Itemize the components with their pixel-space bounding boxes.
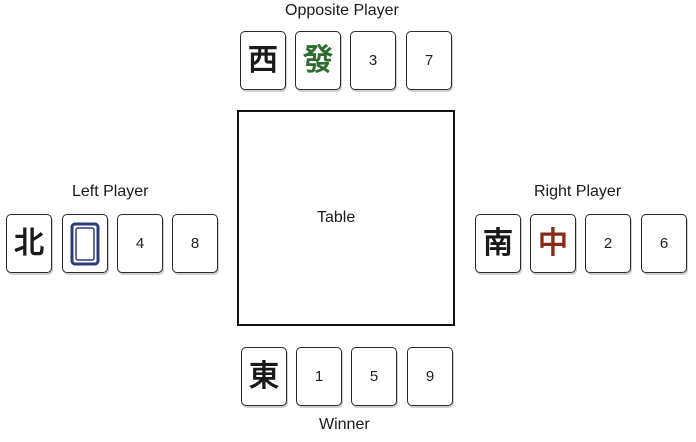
opposite-tile-3[interactable]: 3 (350, 31, 396, 90)
east-wind-glyph: 東 (249, 358, 279, 394)
right-player-label: Right Player (534, 183, 622, 200)
right-tile-2[interactable]: 2 (585, 214, 631, 273)
north-wind-glyph: 北 (14, 225, 44, 261)
left-player-label: Left Player (72, 183, 149, 200)
tile-number: 5 (369, 368, 379, 385)
tile-number: 7 (424, 52, 434, 69)
tile-number: 6 (659, 235, 669, 252)
green-dragon-glyph: 發 (303, 42, 333, 78)
opposite-tile-green-dragon[interactable]: 發 (295, 31, 341, 90)
white-dragon-icon (70, 222, 100, 265)
red-dragon-glyph: 中 (538, 225, 568, 261)
winner-tile-9[interactable]: 9 (407, 347, 453, 406)
opposite-tile-7[interactable]: 7 (406, 31, 452, 90)
winner-tile-east[interactable]: 東 (241, 347, 287, 406)
right-tile-red-dragon[interactable]: 中 (530, 214, 576, 273)
tile-number: 1 (314, 368, 324, 385)
right-tile-south[interactable]: 南 (475, 214, 521, 273)
winner-label: Winner (319, 416, 370, 433)
right-tile-6[interactable]: 6 (641, 214, 687, 273)
tile-number: 2 (603, 235, 613, 252)
left-tile-north[interactable]: 北 (6, 214, 52, 273)
left-tile-white-dragon[interactable] (62, 214, 108, 273)
opposite-player-label: Opposite Player (285, 2, 399, 19)
tile-number: 3 (368, 52, 378, 69)
table-label: Table (317, 209, 356, 226)
winner-tile-5[interactable]: 5 (351, 347, 397, 406)
opposite-tile-west[interactable]: 西 (240, 31, 286, 90)
south-wind-glyph: 南 (483, 225, 513, 261)
tile-number: 4 (135, 235, 145, 252)
winner-tile-1[interactable]: 1 (296, 347, 342, 406)
tile-number: 9 (425, 368, 435, 385)
tile-number: 8 (190, 235, 200, 252)
left-tile-8[interactable]: 8 (172, 214, 218, 273)
table-area (237, 110, 455, 326)
west-wind-glyph: 西 (248, 42, 278, 78)
left-tile-4[interactable]: 4 (117, 214, 163, 273)
